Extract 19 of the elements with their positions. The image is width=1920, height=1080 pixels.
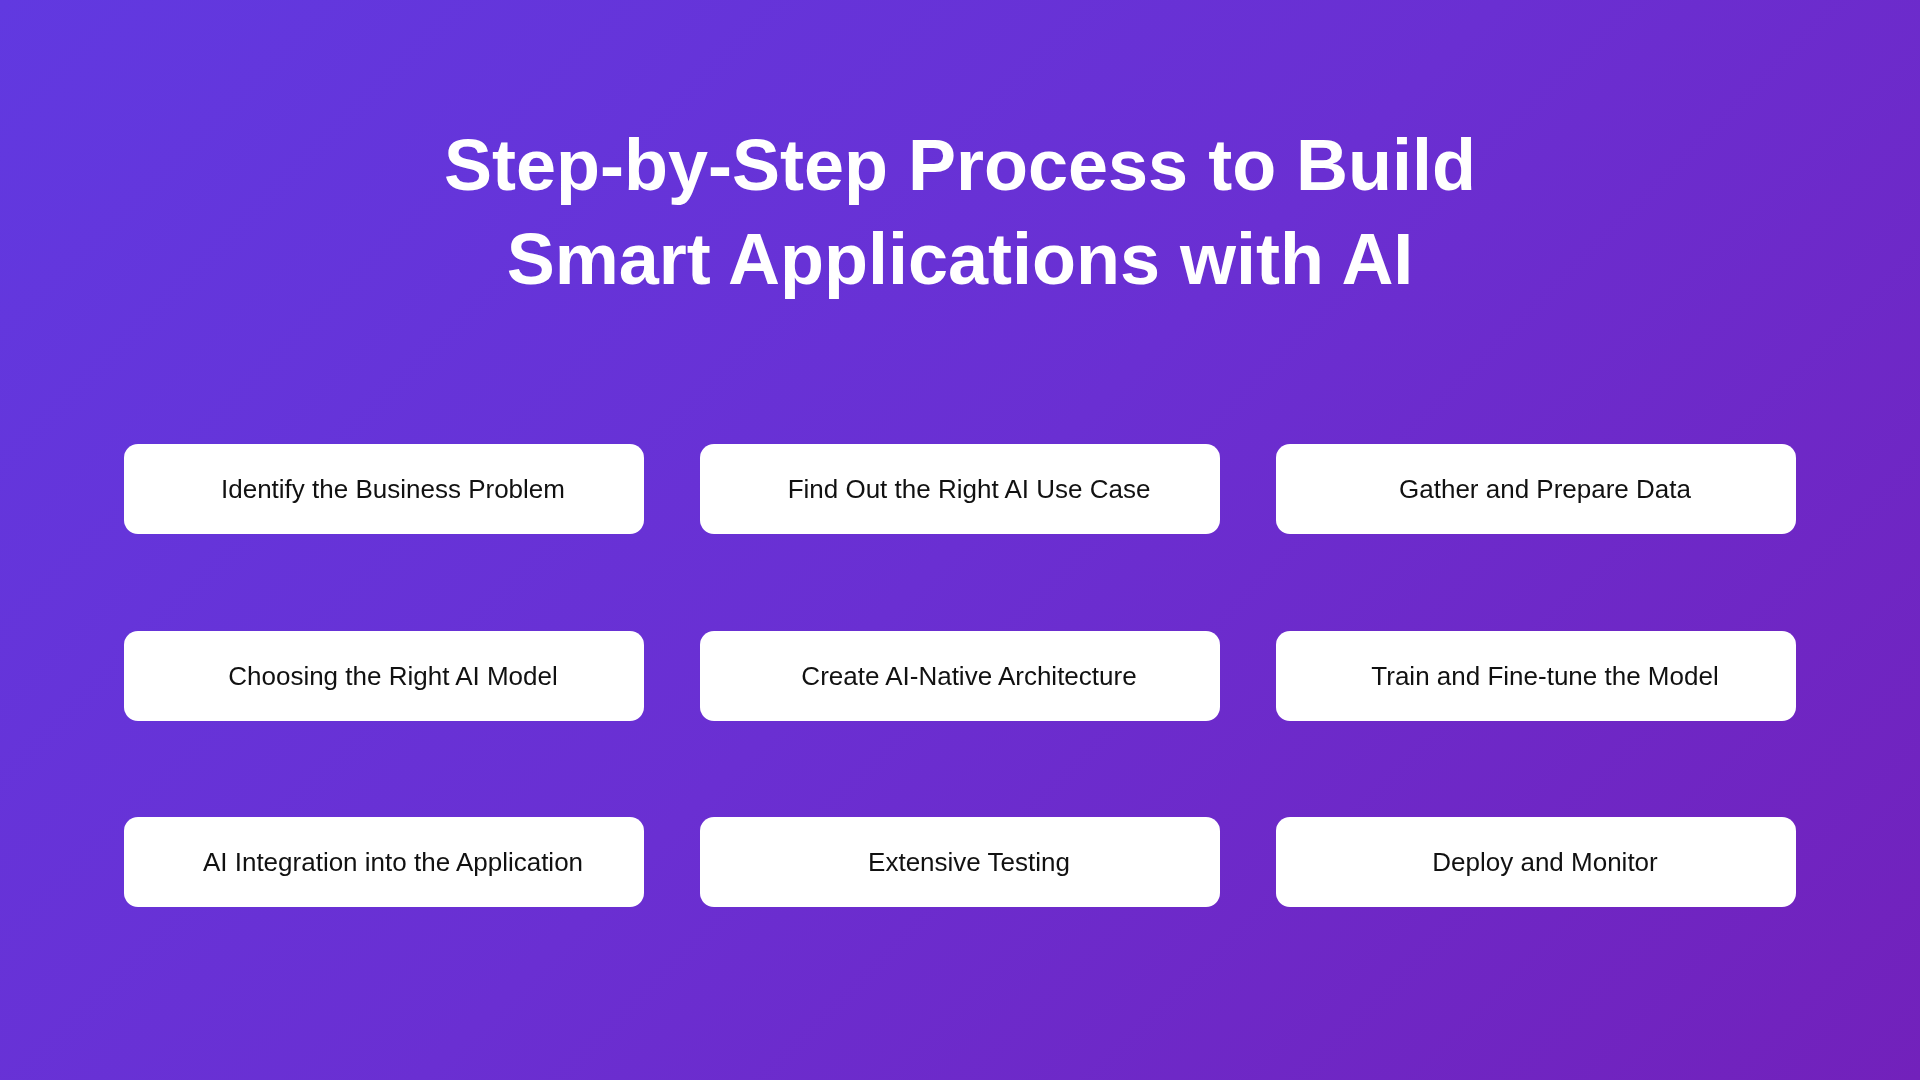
step-card [124,631,644,721]
step-card [700,817,1220,907]
step-card [1276,444,1796,534]
step-label: Create AI-Native Architecture [801,660,1137,692]
step-label: Deploy and Monitor [1432,846,1658,878]
step-label: Gather and Prepare Data [1399,473,1691,505]
step-card [700,631,1220,721]
step-card [124,817,644,907]
step-label: AI Integration into the Application [202,846,584,878]
step-label: Find Out the Right AI Use Case [787,473,1151,505]
step-card [1276,631,1796,721]
step-label: Choosing the Right AI Model [228,660,558,692]
step-card [124,444,644,534]
title: Step-by-Step Process to Build Smart Applications with AI [442,124,1478,301]
step-card [1276,817,1796,907]
step-label: Train and Fine-tune the Model [1371,660,1719,692]
step-card [700,444,1220,534]
step-label: Identify the Business Problem [221,473,565,505]
step-label: Extensive Testing [868,846,1070,878]
